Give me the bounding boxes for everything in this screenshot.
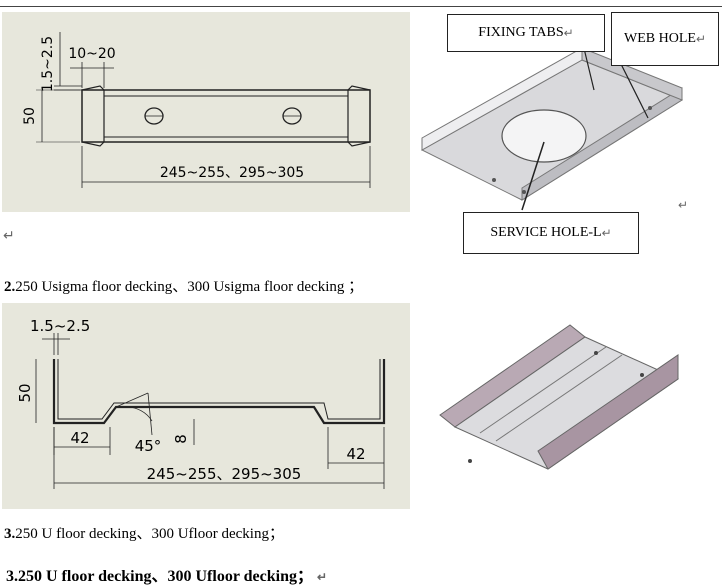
right-end-tab [347, 85, 371, 147]
dim-height-label: 50 [22, 107, 38, 125]
return-mark: ↵ [601, 225, 612, 240]
leader-service [521, 141, 545, 211]
callout-fixing-tabs: FIXING TABS ↵ [447, 14, 605, 52]
top-rule [0, 6, 722, 7]
rib-line [495, 354, 623, 442]
left-end-tab [81, 85, 105, 147]
callout-service-hole: SERVICE HOLE-L ↵ [463, 212, 639, 254]
rib-line [479, 346, 607, 434]
dim-line [115, 392, 149, 408]
fixing-hole [648, 106, 652, 110]
fixing-hole [468, 459, 472, 463]
dim-tab-label: 10~20 [68, 46, 115, 62]
dim-angle-label: 45° [135, 437, 162, 455]
caption-figure-1: 2.250 Usigma floor decking、300 Usigma fl… [4, 275, 363, 296]
figure-1-svg: 1.5~2.5 10~20 50 245~255、295~305 [22, 32, 371, 188]
figure-1-render-svg [420, 39, 684, 211]
callout-web-label: WEB HOLE [624, 31, 696, 46]
fixing-hole [594, 351, 598, 355]
angle-arc [125, 406, 153, 422]
dim-lip-label: 1.5~2.5 [40, 36, 56, 92]
dim-rib-label: 8 [172, 434, 190, 444]
return-mark: ↵ [316, 570, 328, 584]
fixing-hole [640, 373, 644, 377]
figure-1-render [412, 10, 720, 220]
dim-right-flange-label: 42 [346, 445, 365, 463]
figure-2-render-svg [420, 315, 688, 505]
caption-text: 250 Usigma floor decking、300 Usigma floo… [15, 279, 364, 295]
figure-2-render [420, 315, 688, 505]
service-hole [501, 109, 587, 163]
figure-1-drawing: 1.5~2.5 10~20 50 245~255、295~305 [2, 12, 410, 212]
u-side-front [537, 354, 679, 470]
fixing-hole [522, 190, 526, 194]
callout-service-label: SERVICE HOLE-L [490, 225, 602, 240]
figure-2-svg: 1.5~2.5 50 42 45° 8 42 245~255、295~305 [16, 317, 386, 489]
return-mark: ↵ [695, 31, 706, 46]
return-mark: ↵ [678, 198, 689, 212]
callout-web-hole: WEB HOLE ↵ [611, 12, 719, 66]
dim-height-label: 50 [16, 383, 34, 402]
deck-outline [81, 89, 371, 143]
u-profile-inner [57, 359, 381, 420]
caption-figure-2: 3.250 U floor decking、300 Ufloor decking… [4, 522, 284, 543]
caption-number: 2. [4, 279, 16, 295]
dim-length-label: 245~255、295~305 [160, 165, 304, 181]
dim-line [147, 392, 153, 436]
u-profile [52, 359, 386, 425]
dim-lip-label: 1.5~2.5 [30, 317, 90, 335]
fixing-hole [492, 178, 496, 182]
dim-left-flange-label: 42 [70, 429, 89, 447]
dim-length-label: 245~255、295~305 [147, 465, 302, 483]
caption-number: 3. [4, 526, 16, 542]
return-mark: ↵ [3, 229, 15, 244]
tray-end [581, 47, 683, 101]
return-mark: ↵ [563, 25, 574, 40]
caption-repeat: 3.250 U floor decking、300 Ufloor decking… [6, 562, 327, 586]
callout-fixing-label: FIXING TABS [478, 25, 564, 40]
caption-text: 250 U floor decking、300 Ufloor decking； [15, 526, 284, 542]
caption-repeat-text: 3.250 U floor decking、300 Ufloor decking… [6, 568, 313, 585]
figure-2-drawing: 1.5~2.5 50 42 45° 8 42 245~255、295~305 [2, 303, 410, 509]
